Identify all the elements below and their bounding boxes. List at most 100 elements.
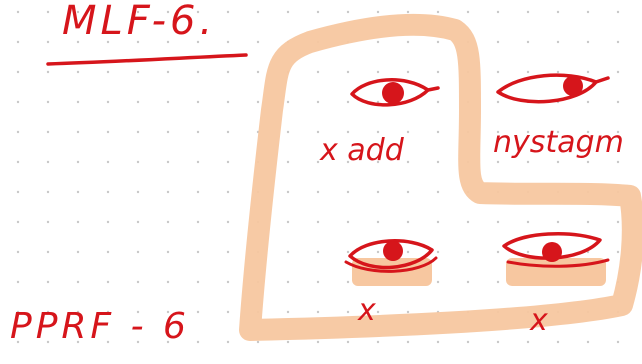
grid-dot — [317, 341, 319, 343]
grid-dot — [347, 251, 349, 253]
grid-dot — [107, 191, 109, 193]
grid-dot — [257, 71, 259, 73]
grid-dot — [107, 281, 109, 283]
grid-dot — [497, 101, 499, 103]
grid-dot — [47, 71, 49, 73]
grid-dot — [617, 341, 619, 343]
grid-dot — [287, 161, 289, 163]
grid-dot — [617, 251, 619, 253]
grid-dot — [227, 101, 229, 103]
grid-dot — [17, 11, 19, 13]
grid-dot — [407, 71, 409, 73]
grid-dot — [197, 251, 199, 253]
grid-dot — [17, 41, 19, 43]
grid-dot — [317, 161, 319, 163]
grid-dot — [227, 131, 229, 133]
grid-dot — [197, 131, 199, 133]
eye-icon — [498, 75, 608, 102]
grid-dot — [497, 41, 499, 43]
grid-dot — [617, 41, 619, 43]
grid-dot — [497, 71, 499, 73]
grid-dot — [197, 281, 199, 283]
grid-dot — [47, 161, 49, 163]
grid-dot — [167, 221, 169, 223]
grid-dot — [407, 341, 409, 343]
grid-dot — [287, 101, 289, 103]
grid-dot — [107, 131, 109, 133]
grid-dot — [167, 101, 169, 103]
grid-dot — [467, 281, 469, 283]
grid-dot — [557, 41, 559, 43]
grid-dot — [407, 221, 409, 223]
grid-dot — [17, 161, 19, 163]
grid-dot — [587, 161, 589, 163]
grid-dot — [347, 281, 349, 283]
grid-dot — [107, 161, 109, 163]
grid-dot — [437, 131, 439, 133]
grid-dot — [347, 221, 349, 223]
grid-dot — [137, 251, 139, 253]
grid-dot — [317, 101, 319, 103]
grid-dot — [317, 251, 319, 253]
grid-dot — [137, 161, 139, 163]
heading-text: MLF-6. — [48, 0, 246, 64]
grid-dot — [317, 221, 319, 223]
grid-dot — [227, 161, 229, 163]
grid-dot — [77, 71, 79, 73]
grid-dot — [47, 101, 49, 103]
grid-dot — [287, 281, 289, 283]
grid-dot — [377, 221, 379, 223]
grid-dot — [377, 311, 379, 313]
grid-dot — [527, 341, 529, 343]
grid-dot — [437, 251, 439, 253]
grid-dot — [377, 341, 379, 343]
grid-dot — [137, 131, 139, 133]
grid-dot — [77, 251, 79, 253]
grid-dot — [137, 101, 139, 103]
grid-dot — [167, 131, 169, 133]
grid-dot — [227, 341, 229, 343]
grid-dot — [77, 101, 79, 103]
grid-dot — [17, 251, 19, 253]
grid-dot — [47, 11, 49, 13]
grid-dot — [497, 281, 499, 283]
grid-dot — [377, 251, 379, 253]
grid-dot — [617, 11, 619, 13]
grid-dot — [257, 101, 259, 103]
grid-dot — [347, 71, 349, 73]
grid-dot — [437, 11, 439, 13]
grid-dot — [437, 161, 439, 163]
grid-dot — [17, 281, 19, 283]
grid-dot — [377, 71, 379, 73]
grid-dot — [587, 221, 589, 223]
grid-dot — [197, 191, 199, 193]
grid-dot — [257, 341, 259, 343]
grid-dot — [467, 251, 469, 253]
grid-dot — [407, 11, 409, 13]
grid-dot — [377, 191, 379, 193]
grid-dot — [407, 251, 409, 253]
grid-dot — [167, 281, 169, 283]
grid-dot — [77, 191, 79, 193]
grid-dot — [527, 11, 529, 13]
grid-dot — [137, 191, 139, 193]
grid-dot — [227, 311, 229, 313]
eye-icon — [346, 241, 436, 286]
grid-dot — [197, 71, 199, 73]
grid-dot — [557, 11, 559, 13]
grid-dot — [17, 191, 19, 193]
grid-dot — [437, 191, 439, 193]
grid-dot — [317, 131, 319, 133]
grid-dot — [287, 341, 289, 343]
grid-dot — [497, 221, 499, 223]
grid-dot — [497, 341, 499, 343]
grid-dot — [227, 71, 229, 73]
grid-dot — [347, 11, 349, 13]
grid-dot — [197, 101, 199, 103]
grid-dot — [167, 251, 169, 253]
grid-dot — [227, 281, 229, 283]
grid-dot — [527, 71, 529, 73]
grid-dot — [437, 221, 439, 223]
grid-dot — [107, 251, 109, 253]
grid-dot — [317, 71, 319, 73]
